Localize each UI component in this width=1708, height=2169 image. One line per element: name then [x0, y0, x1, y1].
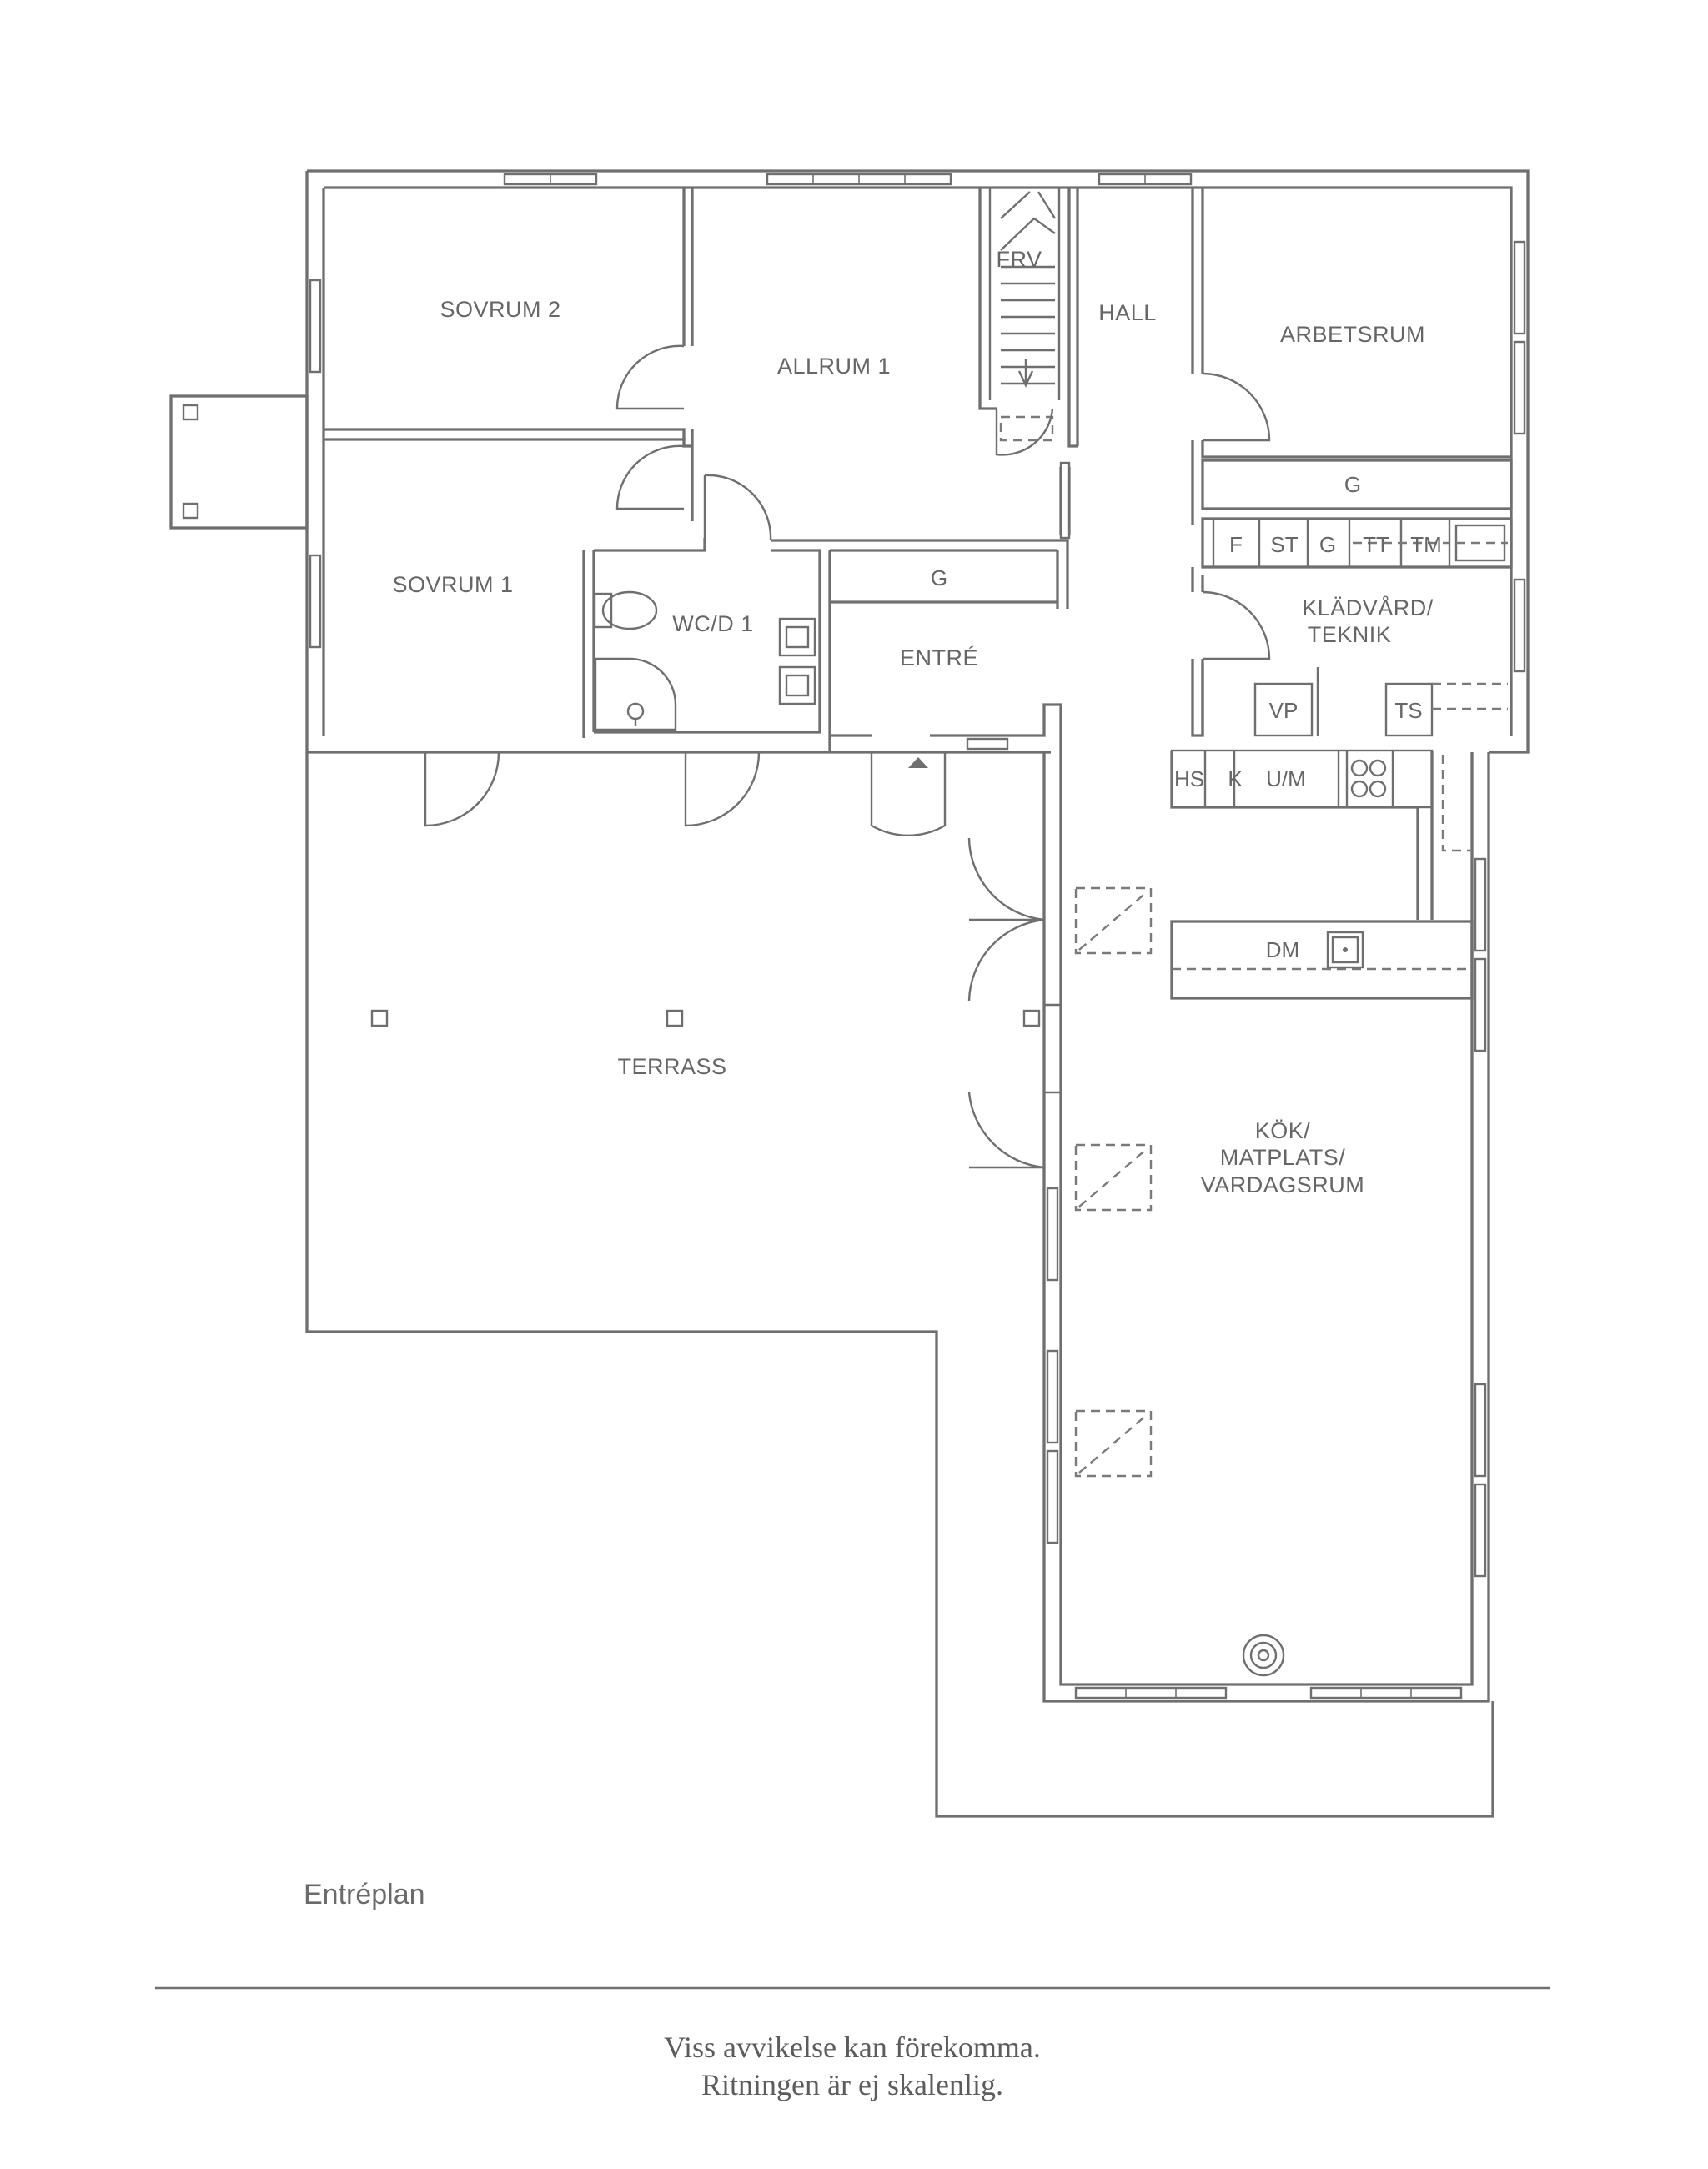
room-label-frv: FRV [996, 247, 1042, 272]
room-label-arbetsrum: ARBETSRUM [1280, 322, 1425, 347]
room-label-allrum1: ALLRUM 1 [777, 354, 891, 379]
fixture-label-k: K [1228, 766, 1243, 791]
room-label-hall: HALL [1098, 300, 1157, 325]
room-label-kok-line3: VARDAGSRUM [1201, 1172, 1365, 1197]
fixture-label-vp: VP [1269, 698, 1299, 723]
disclaimer-line1: Viss avvikelse kan förekomma. [664, 2031, 1041, 2064]
fixture-label-dm: DM [1266, 937, 1299, 962]
fixture-label-st: ST [1270, 532, 1298, 557]
room-label-wcd1: WC/D 1 [672, 611, 754, 636]
laundry-fixtures [1212, 519, 1508, 567]
room-label-kok-line1: KÖK/ [1255, 1118, 1311, 1143]
room-label-entre: ENTRÉ [900, 645, 978, 670]
side-deck [169, 394, 309, 530]
skylights [1074, 886, 1153, 1478]
room-label-terrass: TERRASS [617, 1054, 726, 1079]
fixture-label-tm: TM [1410, 532, 1442, 557]
fixture-label-g-kladvard: G [1319, 532, 1336, 557]
exterior-walls [305, 169, 1530, 1818]
fixture-label-tt: TT [1363, 532, 1389, 557]
fixture-label-f: F [1229, 532, 1243, 557]
room-label-kok-line2: MATPLATS/ [1220, 1145, 1346, 1170]
room-label-kladvard-line2: TEKNIK [1308, 622, 1392, 647]
interior-walls [324, 188, 1513, 1000]
fixture-label-hs: HS [1174, 766, 1204, 791]
plan-name: Entréplan [304, 1879, 425, 1910]
room-label-sovrum2: SOVRUM 2 [440, 297, 560, 322]
terrace-posts [370, 1009, 1041, 1027]
wc-fixtures [593, 590, 816, 731]
fixture-label-g-entre: G [931, 565, 947, 590]
fixture-labels: G F ST G TT TM VP TS G HS K U/M DM [931, 472, 1442, 962]
fixture-label-um: U/M [1266, 766, 1306, 791]
room-label-kladvard-line1: KLÄDVÅRD/ [1302, 595, 1434, 620]
fixture-label-g-arbetsrum: G [1344, 472, 1361, 497]
kitchen-fixtures [1203, 751, 1394, 1677]
room-label-sovrum1: SOVRUM 1 [392, 572, 513, 597]
fixture-label-ts: TS [1394, 698, 1422, 723]
staircase [988, 188, 1061, 456]
doors [424, 344, 1271, 1169]
windows [309, 173, 1526, 1700]
disclaimer-line2: Ritningen är ej skalenlig. [701, 2068, 1003, 2101]
room-labels: SOVRUM 2 ALLRUM 1 FRV HALL ARBETSRUM SOV… [392, 247, 1433, 1197]
